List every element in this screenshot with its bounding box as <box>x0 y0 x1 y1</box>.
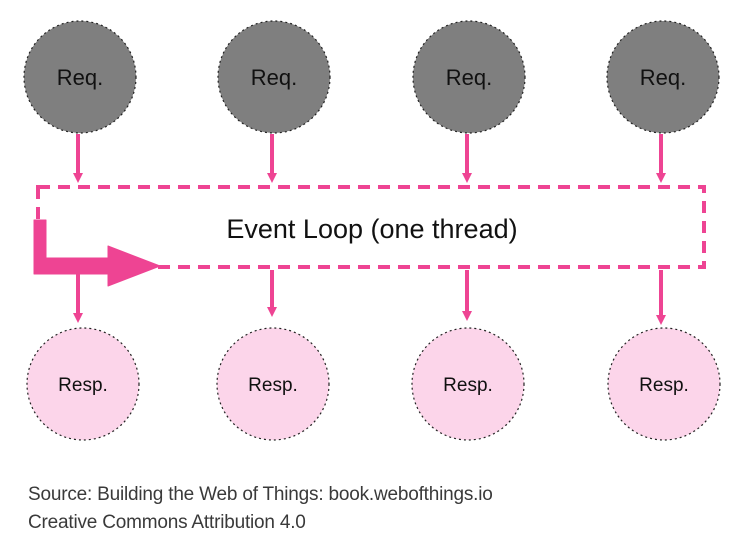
request-label: Req. <box>446 65 492 90</box>
event-loop-diagram: Req. Req. Req. Req. Event Loop (one thre… <box>23 20 721 441</box>
response-label: Resp. <box>443 375 493 396</box>
event-loop-label: Event Loop (one thread) <box>226 214 517 244</box>
request-label: Req. <box>640 65 686 90</box>
response-node: Resp. <box>26 327 140 441</box>
response-label: Resp. <box>248 375 298 396</box>
source-caption: Source: Building the Web of Things: book… <box>28 484 493 505</box>
response-arrows <box>73 270 666 325</box>
request-label: Req. <box>251 65 297 90</box>
response-node: Resp. <box>607 327 721 441</box>
response-node: Resp. <box>216 327 330 441</box>
request-arrows <box>73 134 666 183</box>
request-node: Req. <box>217 20 331 134</box>
request-node: Req. <box>412 20 526 134</box>
response-node: Resp. <box>411 327 525 441</box>
license-caption: Creative Commons Attribution 4.0 <box>28 512 306 533</box>
request-label: Req. <box>57 65 103 90</box>
loop-back-arrow <box>33 219 161 287</box>
request-node: Req. <box>606 20 720 134</box>
response-label: Resp. <box>639 375 689 396</box>
response-label: Resp. <box>58 375 108 396</box>
request-node: Req. <box>23 20 137 134</box>
